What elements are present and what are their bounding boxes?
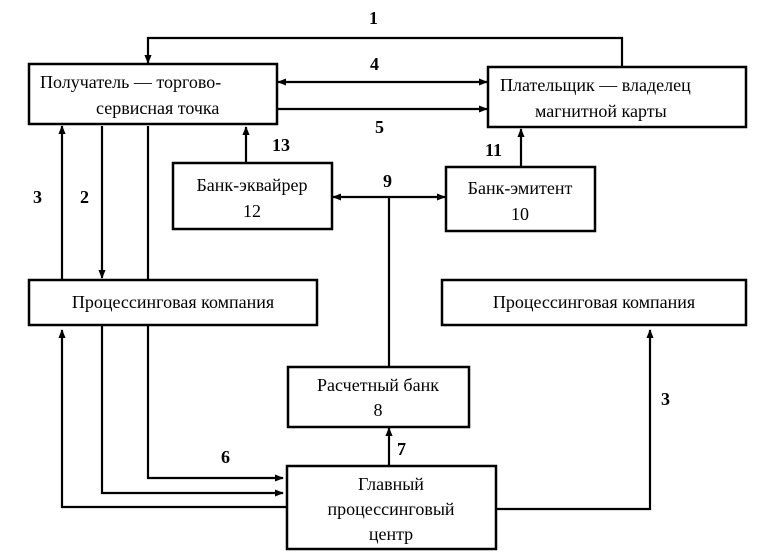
edge-1 bbox=[144, 36, 624, 67]
edge-label-7: 7 bbox=[397, 439, 406, 459]
node-payer-line-2: магнитной карты bbox=[535, 101, 667, 121]
edge-label-2: 2 bbox=[80, 187, 89, 207]
edge-label-13: 13 bbox=[272, 135, 290, 155]
node-acquirer: Банк-эквайрер 12 bbox=[171, 161, 334, 231]
node-issuer-line-2: 10 bbox=[511, 204, 529, 224]
node-main-center-line-2: процессинговый bbox=[327, 499, 454, 519]
node-proc-left-line-1: Процессинговая компания bbox=[72, 292, 274, 312]
node-payer: Плательщик — владелец магнитной карты bbox=[486, 65, 748, 129]
edge-label-5: 5 bbox=[375, 117, 384, 137]
edge-label-4: 4 bbox=[370, 54, 379, 74]
node-recipient-line-1: Получатель — торгово- bbox=[40, 72, 221, 92]
edge-3-right bbox=[497, 329, 654, 511]
node-main-center: Главный процессинговый центр bbox=[285, 464, 498, 551]
edge-6-top bbox=[146, 126, 284, 482]
edge-main-to-proc-left bbox=[58, 329, 286, 509]
node-recipient-line-2: сервисная точка bbox=[96, 98, 219, 118]
edge-6 bbox=[100, 326, 284, 497]
node-payer-line-1: Плательщик — владелец bbox=[500, 75, 691, 95]
node-issuer: Банк-эмитент 10 bbox=[444, 165, 597, 233]
node-acquirer-line-1: Банк-эквайрер bbox=[196, 175, 307, 195]
node-settlement-line-1: Расчетный банк bbox=[317, 375, 439, 395]
node-issuer-line-1: Банк-эмитент bbox=[468, 178, 573, 198]
node-main-center-line-1: Главный bbox=[358, 474, 424, 494]
edge-labels: 1 4 5 13 11 9 3 2 6 7 3 bbox=[33, 8, 670, 467]
edge-label-6: 6 bbox=[221, 447, 230, 467]
node-acquirer-line-2: 12 bbox=[243, 201, 261, 221]
edges bbox=[58, 36, 654, 511]
edge-label-9: 9 bbox=[383, 171, 392, 191]
node-recipient: Получатель — торгово- сервисная точка bbox=[27, 62, 279, 126]
node-settlement-line-2: 8 bbox=[374, 400, 383, 420]
node-proc-right: Процессинговая компания bbox=[440, 278, 748, 327]
edge-label-11: 11 bbox=[485, 140, 502, 160]
node-main-center-line-3: центр bbox=[369, 524, 413, 544]
edge-label-3-left: 3 bbox=[33, 187, 42, 207]
node-settlement: Расчетный банк 8 bbox=[286, 365, 471, 429]
node-proc-right-line-1: Процессинговая компания bbox=[493, 292, 695, 312]
edge-label-1: 1 bbox=[369, 8, 378, 28]
edge-label-3-right: 3 bbox=[661, 389, 670, 409]
node-proc-left: Процессинговая компания bbox=[27, 278, 319, 327]
